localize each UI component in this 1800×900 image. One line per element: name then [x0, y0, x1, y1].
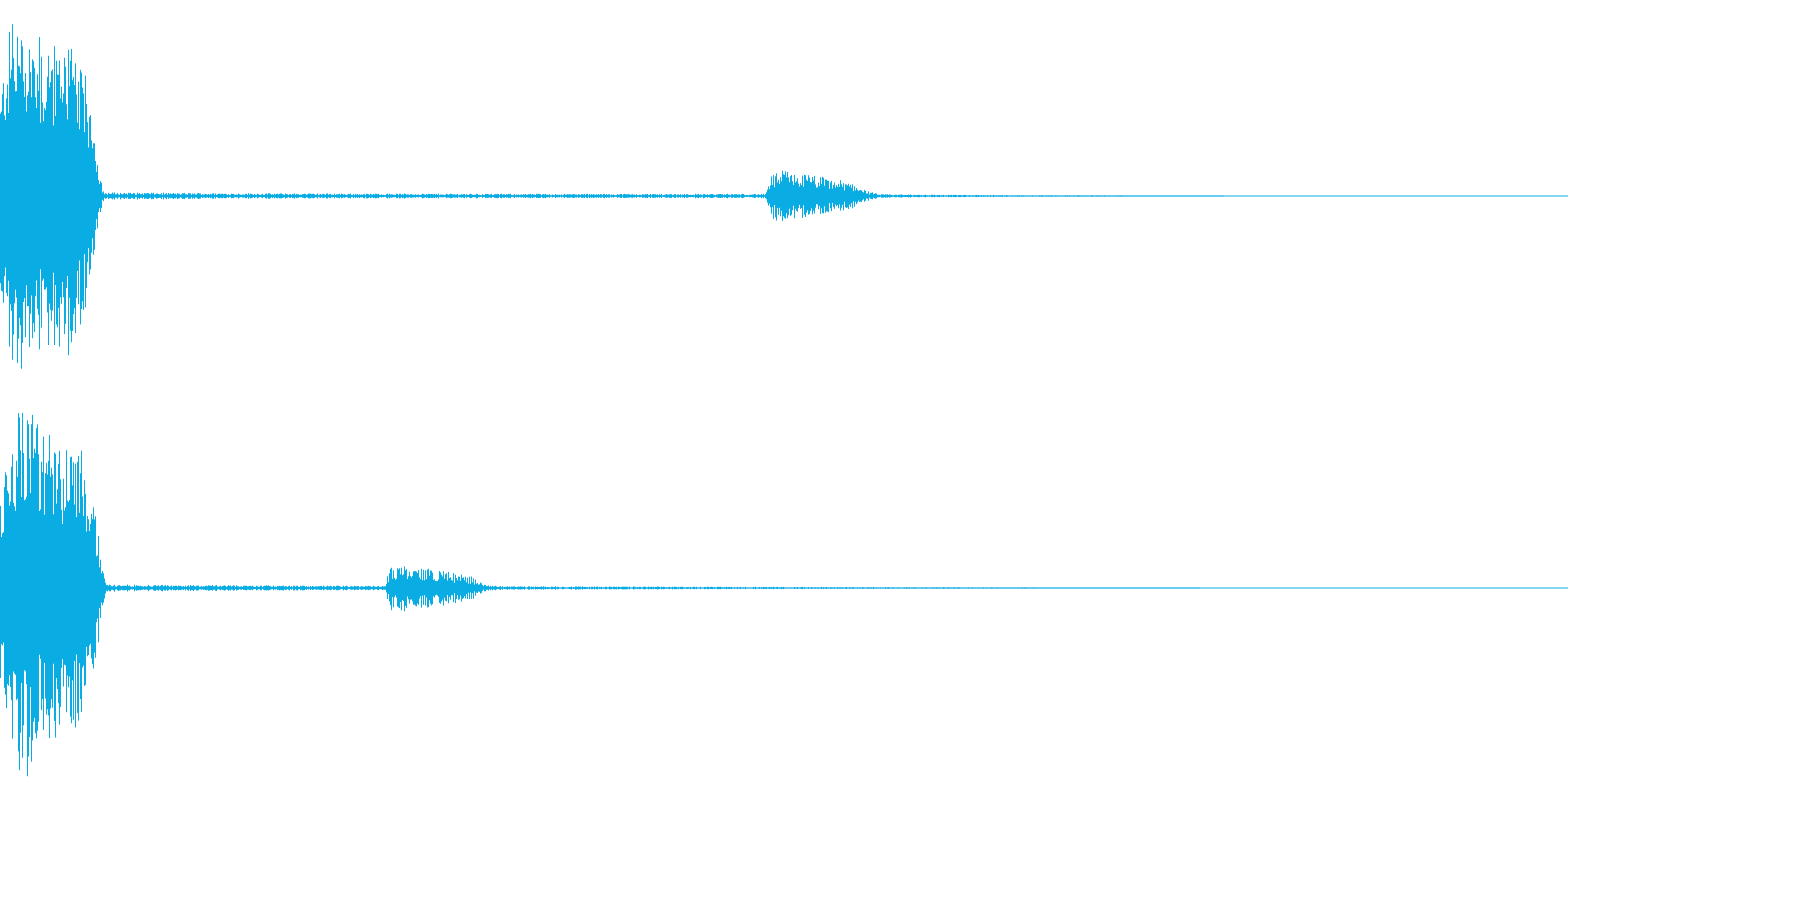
channel-left [0, 24, 1568, 369]
channel-right [0, 412, 1568, 777]
waveform-series [0, 24, 1224, 369]
waveform-series [0, 412, 1200, 777]
